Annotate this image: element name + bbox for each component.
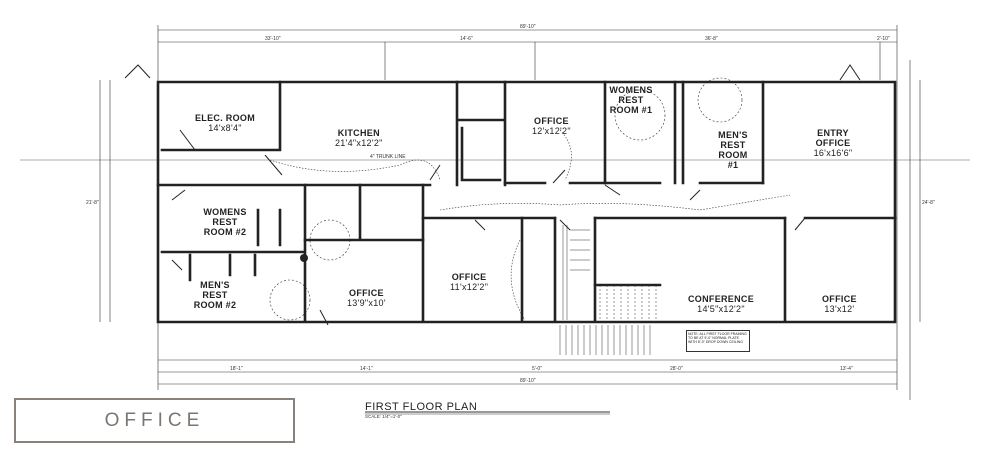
dim-bottom-3: 5'-0" (532, 366, 542, 372)
title-block: OFFICE (14, 398, 295, 443)
title-block-label: OFFICE (104, 409, 205, 431)
room-size: 12'x12'2" (532, 126, 571, 136)
room-name: CONFERENCE (688, 294, 755, 304)
room-mens-2: MEN'S REST ROOM #2 (190, 280, 240, 310)
room-name: WOMENS REST ROOM #1 (609, 85, 653, 115)
room-name: WOMENS REST ROOM #2 (203, 207, 247, 237)
room-name: OFFICE (349, 288, 384, 298)
plan-scale: SCALE: 1/4"=1'-0" (365, 414, 402, 419)
room-size: 16'x16'6" (813, 148, 853, 158)
dim-overall-top: 89'-10" (520, 24, 536, 30)
room-mens-1: MEN'S REST ROOM #1 (712, 130, 754, 170)
room-size: 21'4"x12'2" (335, 138, 383, 148)
room-name: OFFICE (534, 116, 569, 126)
room-size: 13'9"x10' (347, 298, 386, 308)
room-name: ENTRY OFFICE (815, 128, 851, 148)
dim-bottom-2: 14'-1" (360, 366, 373, 372)
room-womens-2: WOMENS REST ROOM #2 (200, 207, 250, 237)
room-size: 13'x12' (824, 304, 855, 314)
dim-left: 21'-8" (86, 200, 99, 206)
room-name: OFFICE (451, 272, 487, 282)
room-size: 14'x8'4" (208, 123, 242, 133)
room-name: KITCHEN (337, 128, 380, 138)
room-womens-1: WOMENS REST ROOM #1 (606, 85, 656, 115)
room-name: MEN'S REST ROOM #2 (193, 280, 237, 310)
room-size: 14'5"x12'2" (697, 304, 745, 314)
dim-bottom-4: 28'-0" (670, 366, 683, 372)
room-name: MEN'S REST ROOM #1 (718, 130, 748, 170)
room-name: ELEC. ROOM (195, 113, 256, 123)
room-name: OFFICE (822, 294, 857, 304)
dim-top-1: 33'-10" (265, 36, 281, 42)
dim-top-2: 14'-6" (460, 36, 473, 42)
dim-bottom-5: 13'-4" (840, 366, 853, 372)
dim-bottom-1: 18'-1" (230, 366, 243, 372)
plan-title: FIRST FLOOR PLAN (365, 401, 478, 413)
dim-overall-bottom: 89'-10" (520, 378, 536, 384)
room-size: 11'x12'2" (450, 282, 489, 292)
trunk-line-label: 4" TRUNK LINE (370, 154, 406, 160)
dim-right: 24'-8" (922, 200, 935, 206)
dim-top-4: 2'-10" (877, 36, 890, 42)
framing-note: NOTE: ALL FIRST FLOOR FRAMING TO BE AT 9… (686, 330, 750, 352)
dim-top-3: 36'-8" (705, 36, 718, 42)
